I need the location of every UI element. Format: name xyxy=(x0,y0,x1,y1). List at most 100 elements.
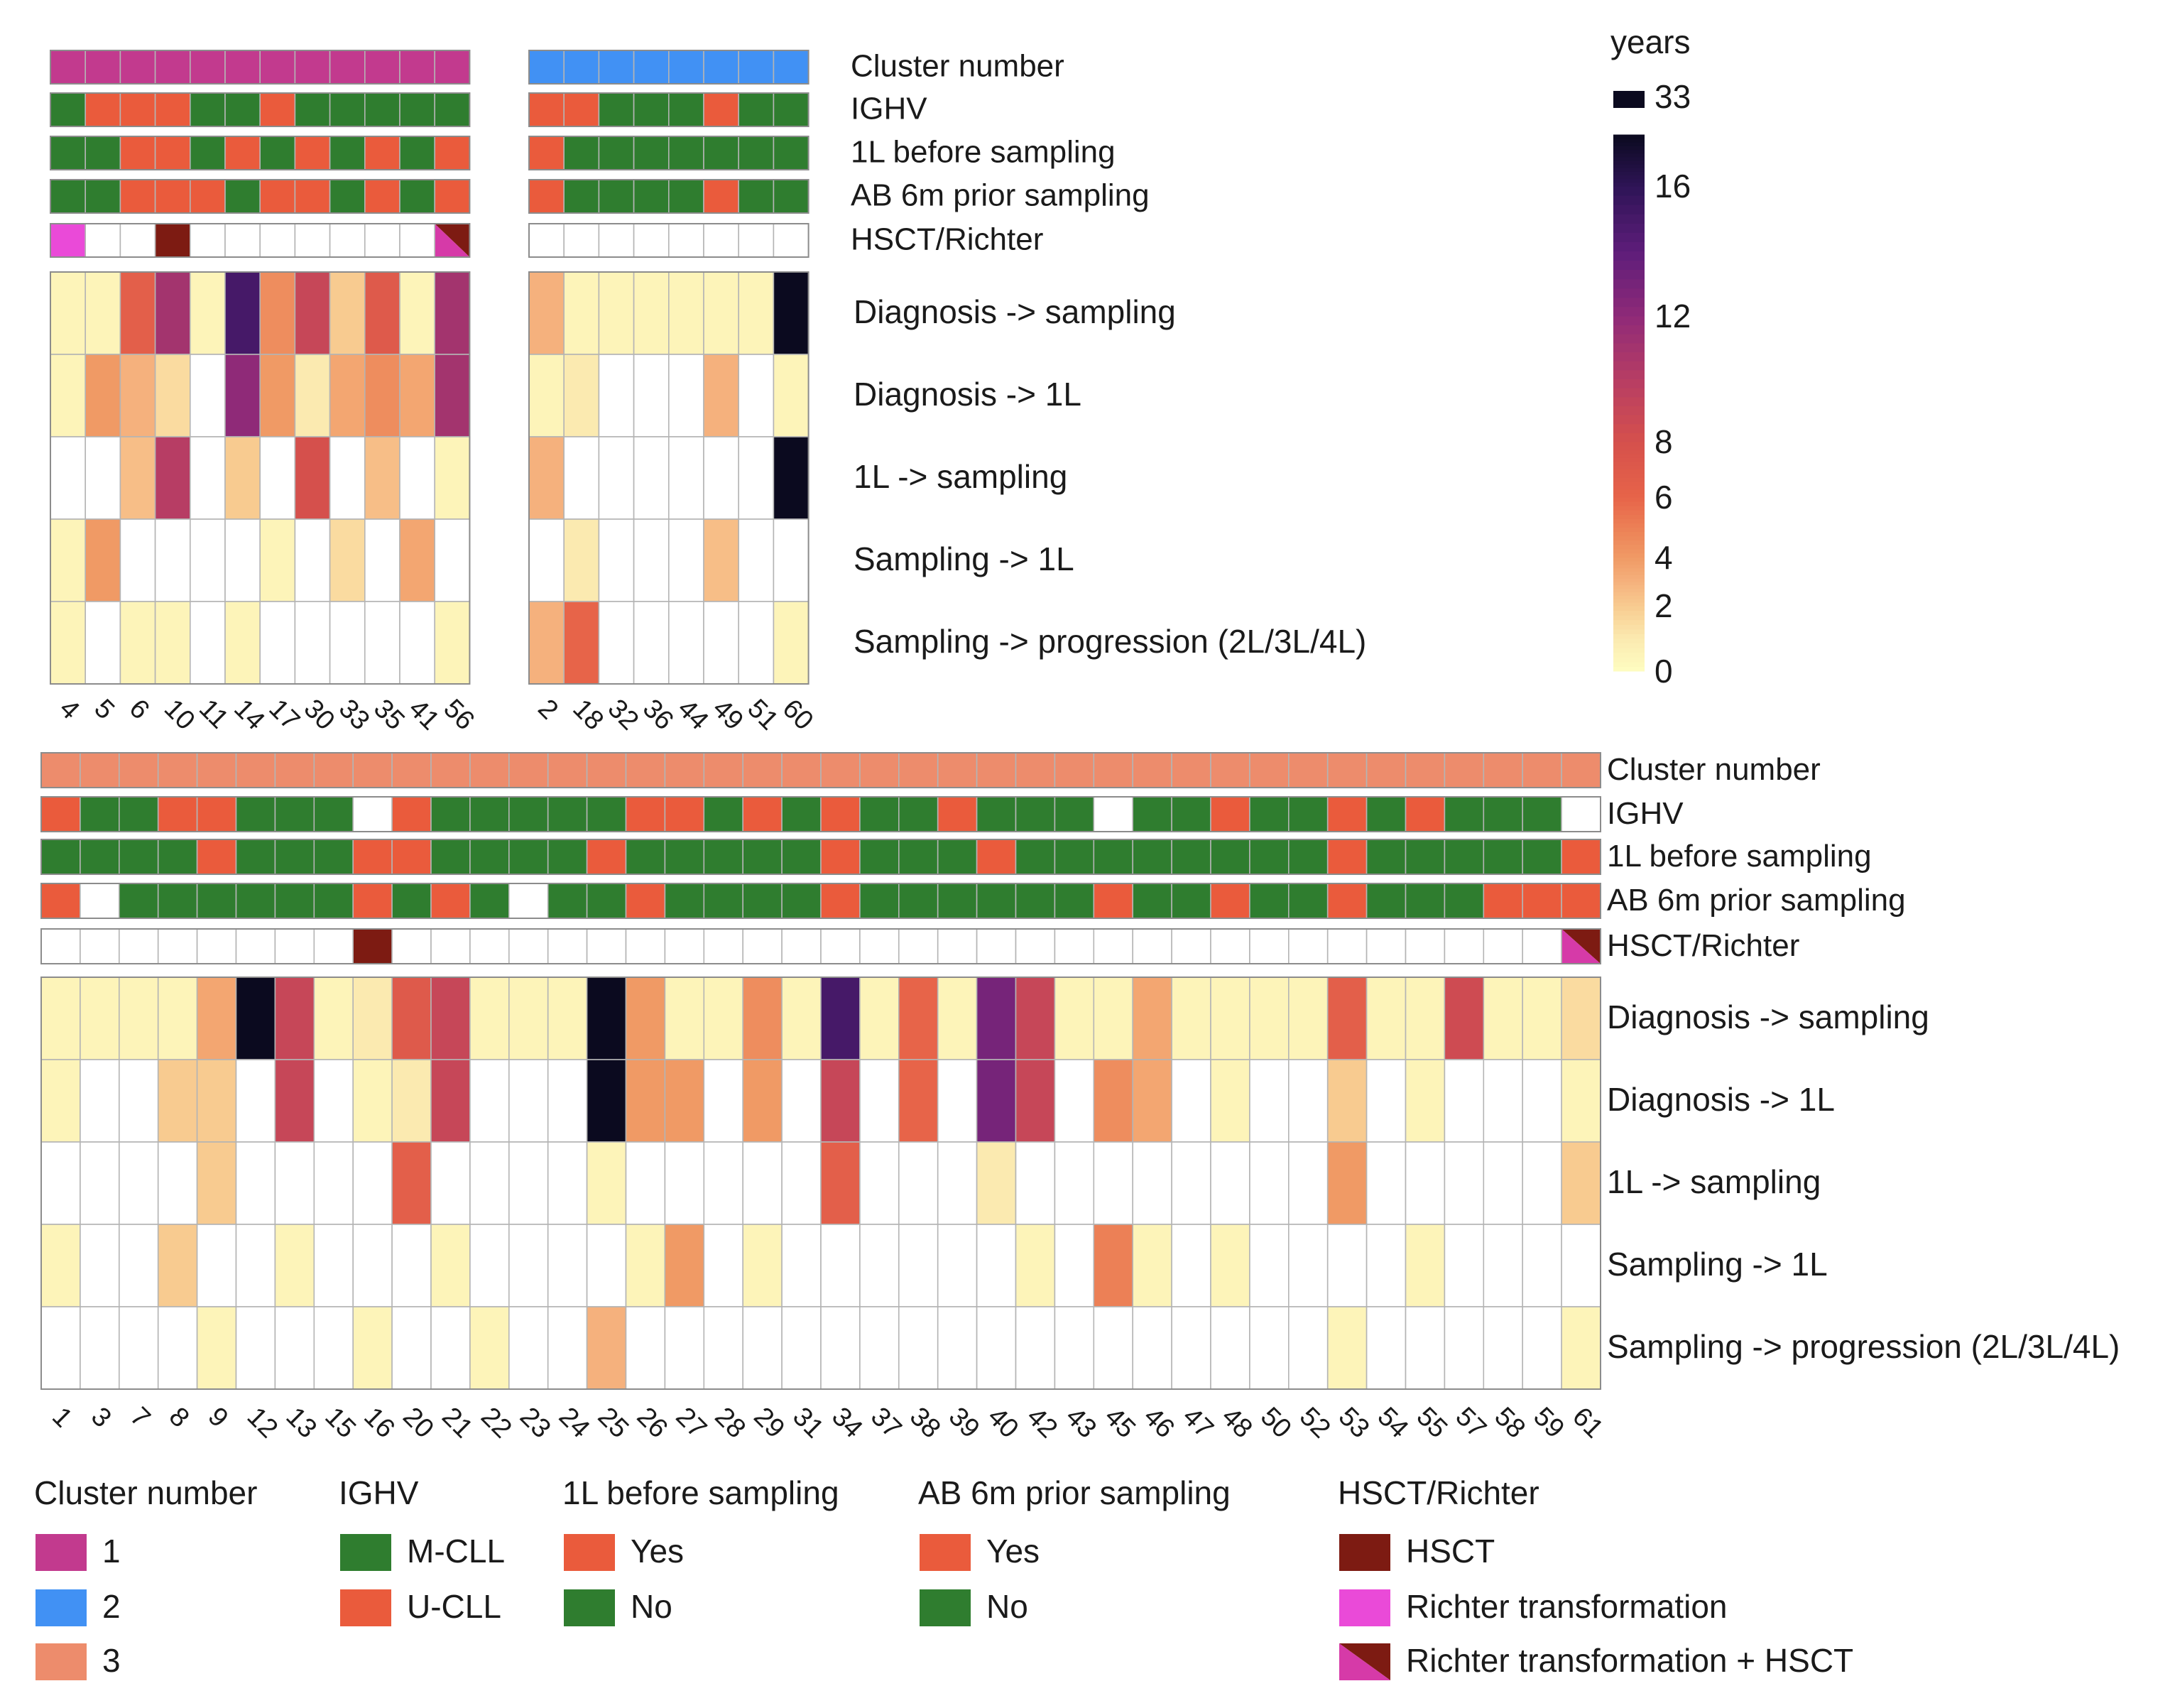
legend-item-label: 1 xyxy=(102,1533,121,1570)
annotation-cell xyxy=(703,50,740,85)
annotation-cell xyxy=(1054,839,1095,875)
annotation-cell xyxy=(352,839,393,875)
annotation-row-label: IGHV xyxy=(851,92,927,126)
heatmap-cell xyxy=(154,271,191,355)
heatmap-cell xyxy=(469,1224,510,1307)
heatmap-cell xyxy=(1405,1224,1446,1307)
annotation-cell xyxy=(1093,928,1134,964)
annotation-cell xyxy=(633,136,670,170)
heatmap-cell xyxy=(563,271,600,355)
heatmap-cell xyxy=(274,1306,315,1390)
colorbar-segment xyxy=(1613,457,1645,462)
heatmap-cell xyxy=(598,354,635,437)
sample-tick-label: 21 xyxy=(436,1402,479,1445)
heatmap-cell xyxy=(598,518,635,602)
annotation-cell xyxy=(1171,796,1211,832)
legend-title: HSCT/Richter xyxy=(1338,1474,1539,1511)
heatmap-cell xyxy=(1326,1141,1368,1225)
colorbar-segment xyxy=(1613,605,1645,611)
annotation-cell xyxy=(235,839,276,875)
colorbar-segment xyxy=(1613,195,1645,205)
heatmap-cell xyxy=(259,436,296,520)
heatmap-cell xyxy=(352,1224,393,1307)
annotation-cell xyxy=(80,928,120,964)
heatmap-cell xyxy=(189,601,226,685)
annotation-cell xyxy=(937,752,978,788)
annotation-cell xyxy=(625,752,666,788)
colorbar-tick-label: 2 xyxy=(1655,587,1673,624)
colorbar-segment xyxy=(1613,629,1645,634)
colorbar-segment xyxy=(1613,141,1645,146)
heatmap-cell xyxy=(1365,1224,1407,1307)
heatmap-cell xyxy=(1444,1059,1485,1143)
colorbar-segment xyxy=(1613,522,1645,528)
annotation-cell xyxy=(1444,796,1485,832)
heatmap-cell xyxy=(189,354,226,437)
sample-tick-label: 50 xyxy=(1255,1402,1297,1445)
colorbar-segment xyxy=(1613,643,1645,648)
heatmap-cell xyxy=(1054,1059,1095,1143)
sample-tick-label: 25 xyxy=(592,1402,635,1445)
colorbar-segment xyxy=(1613,496,1645,502)
heatmap-cell xyxy=(294,601,331,685)
annotation-cell xyxy=(80,883,120,919)
annotation-cell xyxy=(1132,796,1172,832)
annotation-cell xyxy=(274,928,315,964)
annotation-cell xyxy=(157,796,198,832)
colorbar-segment xyxy=(1613,598,1645,603)
heatmap-cell xyxy=(119,436,156,520)
heatmap-cell xyxy=(1444,977,1485,1060)
heatmap-cell xyxy=(80,977,120,1060)
heatmap-cell xyxy=(329,354,366,437)
annotation-cell xyxy=(508,928,549,964)
annotation-cell xyxy=(976,928,1017,964)
heatmap-cell xyxy=(80,1306,120,1390)
annotation-cell xyxy=(274,752,315,788)
sample-tick-label: 8 xyxy=(163,1402,195,1434)
annotation-row-border xyxy=(528,179,810,214)
annotation-cell xyxy=(1015,839,1056,875)
annotation-cell xyxy=(469,752,510,788)
legend-swatch xyxy=(920,1589,971,1626)
annotation-cell xyxy=(667,223,704,258)
heatmap-cell xyxy=(1444,1224,1485,1307)
legend-item-label: M-CLL xyxy=(407,1533,505,1570)
heatmap-cell xyxy=(528,518,565,602)
colorbar-segment xyxy=(1613,610,1645,616)
annotation-cell xyxy=(294,92,331,127)
colorbar-segment xyxy=(1613,185,1645,196)
annotation-cell xyxy=(1171,883,1211,919)
heatmap-cell xyxy=(742,1059,783,1143)
annotation-cell xyxy=(667,179,704,214)
colorbar-segment xyxy=(1613,548,1645,554)
heatmap-cell xyxy=(563,354,600,437)
annotation-cell xyxy=(859,796,900,832)
heatmap-cell xyxy=(224,271,261,355)
colorbar-segment xyxy=(1613,453,1645,458)
sample-tick-label: 3 xyxy=(85,1402,117,1434)
annotation-cell xyxy=(1444,839,1485,875)
heatmap-cell xyxy=(547,1224,588,1307)
colorbar-segment xyxy=(1613,449,1645,455)
sample-tick-label: 1 xyxy=(46,1402,78,1434)
heatmap-cell xyxy=(625,1224,666,1307)
colorbar-segment xyxy=(1613,306,1645,317)
annotation-cell xyxy=(898,796,939,832)
annotation-cell xyxy=(259,136,296,170)
colorbar-segment xyxy=(1613,501,1645,506)
colorbar-segment xyxy=(1613,557,1645,562)
annotation-cell xyxy=(625,883,666,919)
annotation-cell xyxy=(1405,839,1446,875)
heatmap-cell xyxy=(40,977,81,1060)
colorbar-segment xyxy=(1613,175,1645,180)
annotation-cell xyxy=(528,136,565,170)
heatmap-cell xyxy=(1288,1059,1329,1143)
colorbar-tick-label: 12 xyxy=(1655,298,1691,334)
annotation-cell xyxy=(430,752,471,788)
annotation-cell xyxy=(664,839,705,875)
heatmap-cell xyxy=(703,354,740,437)
annotation-cell xyxy=(738,136,775,170)
sample-tick-label: 23 xyxy=(514,1402,557,1445)
annotation-row-border xyxy=(40,883,1601,919)
heatmap-cell xyxy=(742,1224,783,1307)
